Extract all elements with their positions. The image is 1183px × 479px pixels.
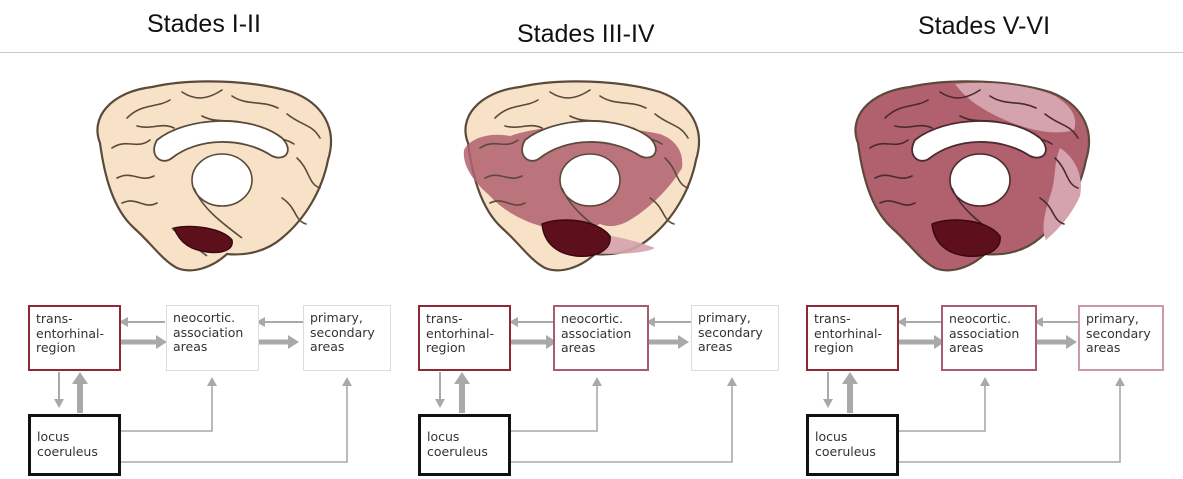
transentorhinal-region-box: trans-entorhinal-region: [418, 305, 511, 371]
thalamus: [192, 154, 252, 206]
arrow-locus-to-primary-1: [121, 382, 347, 462]
thalamus: [560, 154, 620, 206]
stage-panel-2: trans-entorhinal-region neocortic.associ…: [390, 0, 784, 479]
brain-illustration-3: [778, 0, 1172, 479]
brain-illustration-1: [0, 0, 394, 479]
transentorhinal-region-box: trans-entorhinal-region: [806, 305, 899, 371]
brain-illustration-2: [390, 0, 784, 479]
stage-panel-1: trans-entorhinal-region neocortic.associ…: [0, 0, 394, 479]
arrow-locus-to-neocortic-1: [121, 382, 212, 431]
stage-panel-3: trans-entorhinal-region neocortic.associ…: [778, 0, 1172, 479]
thalamus: [950, 154, 1010, 206]
transentorhinal-region-box: trans-entorhinal-region: [28, 305, 121, 371]
